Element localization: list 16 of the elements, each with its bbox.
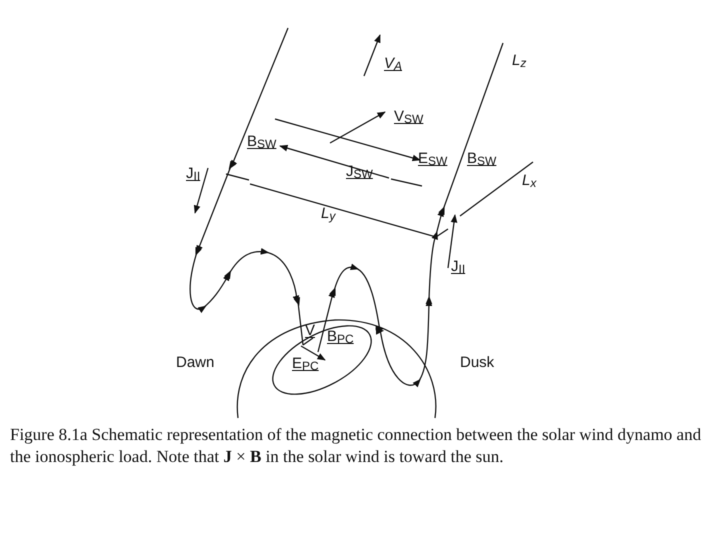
axis-label: L$_{y}$ bbox=[321, 205, 336, 225]
vector-label: J$_{II}$ bbox=[451, 258, 466, 278]
region-label: Dusk bbox=[460, 354, 494, 371]
vector-label: B$_{SW}$ bbox=[467, 150, 496, 170]
axis-label: L$_{x}$ bbox=[522, 172, 536, 192]
vector-label: E$_{SW}$ bbox=[418, 150, 448, 170]
figure-caption: Figure 8.1a Schematic representation of the magnetic connection between the solar wind dynamo and the ionospheric load. Note that J × B in the solar wind is toward the sun. bbox=[10, 424, 702, 468]
region-label: Dawn bbox=[176, 354, 214, 371]
vector-label: B$_{PC}$ bbox=[327, 328, 354, 348]
vector-label: J$_{II}$ bbox=[186, 165, 200, 185]
vector-label: V$_{SW}$ bbox=[394, 108, 424, 128]
vector-label: V$_{A}$ bbox=[384, 55, 402, 75]
vector-label: B$_{SW}$ bbox=[247, 133, 276, 153]
vector-label: E$_{PC}$ bbox=[292, 355, 319, 375]
vector-label: V bbox=[305, 322, 316, 339]
axis-label: L$_{z}$ bbox=[512, 52, 526, 72]
